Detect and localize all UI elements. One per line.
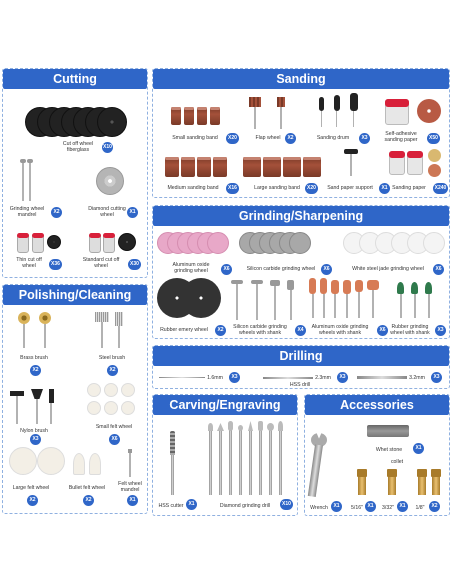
collet-5-16-qty: X1: [365, 501, 376, 512]
drill-3-2-qty: X3: [431, 372, 442, 383]
silicon-carbide-shank-qty: X4: [295, 325, 306, 336]
silicon-carbide-shank-label: Silicon carbide grinding wheels with sha…: [233, 324, 287, 336]
aluminum-oxide-wheel-label: Aluminum oxide grinding wheel: [172, 262, 210, 274]
cutting-header: Cutting: [3, 69, 147, 89]
wrench-label: Wrench: [310, 505, 328, 511]
flap-wheel-label: Flap wheel: [255, 135, 281, 141]
grinding-mandrel-qty: X2: [51, 207, 62, 218]
bullet-felt-wheel-label: Bullet felt wheel: [68, 485, 106, 491]
drill-1-6-label: 1.6mm: [207, 375, 223, 381]
sanding-header: Sanding: [153, 69, 449, 89]
standard-cut-off-qty: X30: [128, 259, 141, 270]
large-sanding-band-qty: X20: [305, 183, 318, 194]
aluminum-oxide-shank-qty: X6: [377, 325, 388, 336]
sand-paper-support-qty: X1: [379, 183, 390, 194]
standard-cut-off-label: Standard cut off wheel: [82, 257, 120, 269]
grinding-header: Grinding/Sharpening: [153, 206, 449, 226]
felt-mandrel-label: Felt wheel mandrel: [118, 481, 142, 493]
grinding-panel: Grinding/Sharpening Aluminum oxide grind…: [152, 205, 450, 339]
rubber-emery-label: Rubber emery wheel: [160, 327, 208, 333]
collet-3-32-qty: X1: [397, 501, 408, 512]
small-felt-wheel-label: Small felt wheel: [95, 424, 133, 430]
rubber-emery-qty: X2: [215, 325, 226, 336]
silicon-carbide-wheel-qty: X6: [321, 264, 332, 275]
sanding-paper-qty: X240: [433, 183, 448, 194]
rubber-shank-qty: X3: [435, 325, 446, 336]
collet-1-8-qty: X2: [429, 501, 440, 512]
collet-5-16-label: 5/16": [351, 505, 363, 511]
drill-3-2-label: 3.2mm: [409, 375, 425, 381]
whet-stone-image: [367, 425, 409, 437]
accessories-header: Accessories: [305, 395, 449, 415]
sanding-drum-label: Sanding drum: [316, 135, 350, 141]
diamond-cutting-label: Diamond cutting wheel: [88, 206, 126, 218]
carving-panel: Carving/Engraving HSS cutter X1 Diamond …: [152, 394, 298, 516]
drill-2-3-qty: X3: [337, 372, 348, 383]
rubber-shank-label: Rubber grinding wheel with shank: [390, 324, 430, 336]
hss-cutter-qty: X1: [186, 499, 197, 510]
grinding-mandrel-label: Grinding wheel mandrel: [9, 206, 45, 218]
self-adhesive-label: Self-adhesive sanding paper: [384, 131, 418, 143]
silicon-carbide-wheel-label: Silicon carbide grinding wheel: [246, 266, 316, 272]
nylon-brush-qty: X3: [30, 434, 41, 445]
drill-1-6-qty: X3: [229, 372, 240, 383]
small-felt-wheel-qty: X6: [109, 434, 120, 445]
sanding-paper-label: Sanding paper: [392, 185, 426, 191]
polishing-panel: Polishing/Cleaning Brass brush X2 Steel …: [2, 284, 148, 514]
sand-paper-support-label: Sand paper support: [327, 185, 373, 191]
accessories-panel: Accessories Wrench X1 Whet stone X1 coll…: [304, 394, 450, 516]
thin-cut-off-qty: X36: [49, 259, 62, 270]
drilling-header: Drilling: [153, 346, 449, 366]
whet-stone-qty: X1: [413, 443, 424, 454]
steel-brush-qty: X2: [107, 365, 118, 376]
small-sanding-band-label: Small sanding band: [172, 135, 218, 141]
diamond-cutting-wheel-image: [96, 167, 124, 195]
brass-brush-qty: X2: [30, 365, 41, 376]
small-sanding-band-qty: X20: [226, 133, 239, 144]
medium-sanding-band-label: Medium sanding band: [167, 185, 219, 191]
drill-2-3-image: [263, 377, 313, 379]
drilling-panel: Drilling 1.6mm X3 2.3mm X3 HSS drill 3.2…: [152, 345, 450, 389]
aluminum-oxide-shank-label: Aluminum oxide grinding wheels with shan…: [311, 324, 369, 336]
brass-brush-label: Brass brush: [20, 355, 48, 361]
large-felt-wheel-label: Large felt wheel: [12, 485, 50, 491]
diamond-drill-qty: X10: [280, 499, 293, 510]
white-jade-qty: X6: [433, 264, 444, 275]
collet-1-8-label: 1/8": [415, 505, 425, 511]
carving-header: Carving/Engraving: [153, 395, 297, 415]
self-adhesive-qty: X50: [427, 133, 440, 144]
medium-sanding-band-qty: X16: [226, 183, 239, 194]
large-felt-wheel-qty: X2: [27, 495, 38, 506]
diamond-cutting-qty: X1: [127, 207, 138, 218]
polishing-header: Polishing/Cleaning: [3, 285, 147, 305]
sanding-panel: Sanding Small sanding band X20 Flap whee…: [152, 68, 450, 198]
large-sanding-band-label: Large sanding band: [254, 185, 300, 191]
drill-2-3-label: 2.3mm: [315, 375, 331, 381]
steel-brush-label: Steel brush: [98, 355, 126, 361]
collet-3-32-label: 3/32": [382, 505, 394, 511]
sanding-drum-qty: X3: [359, 133, 370, 144]
cutting-panel: Cutting Cut off wheel fiberglass X10 Gri…: [2, 68, 148, 278]
white-jade-label: White steel jade grinding wheel: [352, 266, 424, 272]
cut-off-wheel-qty: X10: [102, 142, 113, 153]
collet-caption: collet: [390, 459, 404, 465]
felt-mandrel-qty: X1: [127, 495, 138, 506]
flap-wheel-qty: X2: [285, 133, 296, 144]
thin-cut-off-label: Thin cut off wheel: [16, 257, 42, 269]
wrench-qty: X1: [331, 501, 342, 512]
whet-stone-label: Whet stone: [375, 447, 403, 453]
hss-cutter-label: HSS cutter: [158, 503, 184, 509]
bullet-felt-wheel-qty: X2: [83, 495, 94, 506]
cut-off-wheel-label: Cut off wheel fiberglass: [62, 141, 94, 153]
diamond-drill-label: Diamond grinding drill: [219, 503, 271, 509]
aluminum-oxide-wheel-qty: X6: [221, 264, 232, 275]
nylon-brush-label: Nylon brush: [20, 428, 48, 434]
drill-3-2-image: [357, 376, 407, 379]
hss-drill-caption: HSS drill: [289, 382, 311, 388]
drill-1-6-image: [159, 377, 205, 378]
